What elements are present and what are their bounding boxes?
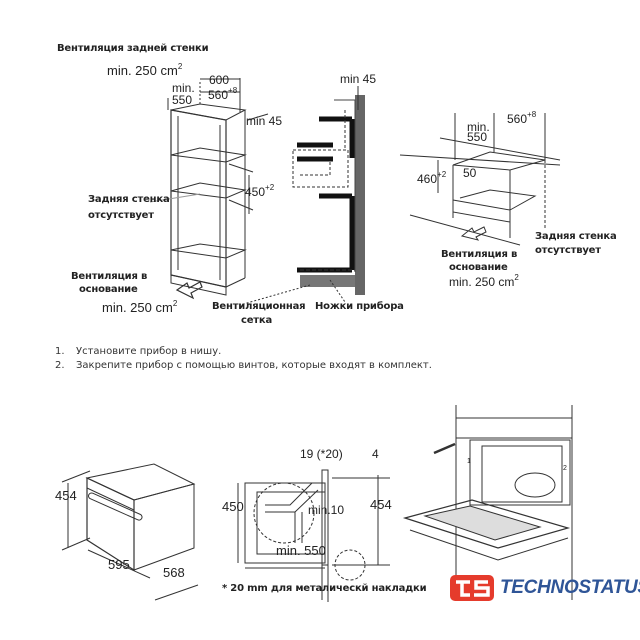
area-value: min. 250 cm [449, 275, 515, 289]
right-dim-560: 560+8 [507, 110, 537, 126]
tolerance: +8 [527, 110, 537, 119]
right-dim-min: min. [467, 120, 490, 134]
right-no-back-1: Задняя стенка [535, 231, 617, 242]
dim-min45: min 45 [246, 114, 283, 128]
dim-min550: min. 550 [276, 543, 326, 558]
screw-label-1: 1 [467, 458, 471, 465]
technostatus-logo: TECHNOSTATUS [450, 575, 640, 601]
vent-grid-2: сетка [241, 315, 273, 326]
dim-min10: min.10 [308, 503, 345, 517]
tolerance: +8 [228, 86, 238, 95]
step-2-number: 2. [55, 360, 65, 371]
dim-595-width: 595 [108, 557, 130, 572]
logo-text: TECHNOSTATUS [500, 577, 640, 598]
base-ventilation-2: основание [79, 284, 138, 295]
right-base-vent-1: Вентиляция в [441, 249, 518, 260]
squared: 2 [177, 62, 183, 71]
right-dim-550: 550 [467, 130, 488, 144]
area-value: min. 250 cm [102, 300, 173, 315]
footnote: * 20 mm для металическй накладки [222, 583, 427, 594]
base-ventilation-1: Вентиляция в [71, 271, 148, 282]
section-dim-min45: min 45 [340, 72, 377, 86]
right-no-back-2: отсутствует [535, 245, 601, 256]
squared: 2 [172, 299, 178, 308]
tolerance: +2 [437, 170, 447, 179]
dim-450-niche: 450 [222, 499, 244, 514]
dim-550: 550 [172, 93, 193, 107]
dim-560-value: 560 [208, 88, 229, 102]
vent-grid-1: Вентиляционная [212, 301, 306, 312]
dim-450-value: 450 [245, 185, 266, 199]
right-base-vent-area: min. 250 cm2 [449, 273, 519, 289]
step-1-number: 1. [55, 346, 65, 357]
dim-450: 450+2 [245, 183, 275, 199]
step-1-text: Установите прибор в нишу. [76, 346, 222, 357]
dim-454-height: 454 [55, 488, 77, 503]
section-drawing [239, 86, 365, 306]
no-back-wall-2: отсутствует [88, 210, 154, 221]
area-value: min. 250 cm [107, 63, 178, 78]
screw-label-2: 2 [563, 465, 567, 472]
right-base-vent-2: основание [449, 262, 508, 273]
tolerance: +2 [265, 183, 275, 192]
tall-cabinet-drawing [149, 78, 269, 300]
dim-4: 4 [372, 447, 379, 461]
appliance-drawing [61, 463, 199, 601]
right-dim-460: 460+2 [417, 170, 447, 186]
dim-600: 600 [209, 73, 230, 87]
logo-mark-icon [450, 575, 494, 601]
niche-section-drawing [237, 469, 390, 602]
dim-min-label: min. [172, 81, 195, 95]
rear-ventilation-area: min. 250 cm2 [107, 62, 183, 78]
appliance-feet: Ножки прибора [315, 301, 404, 312]
base-ventilation-area: min. 250 cm2 [102, 299, 178, 315]
dim-19: 19 (*20) [300, 447, 343, 461]
right-dim-50: 50 [463, 166, 477, 180]
dim-560: 560+8 [208, 86, 238, 102]
dim-460-value: 460 [417, 172, 438, 186]
step-2-text: Закрепите прибор с помощью винтов, котор… [76, 360, 432, 371]
dim-454-niche: 454 [370, 497, 392, 512]
no-back-wall-1: Задняя стенка [88, 194, 170, 205]
squared: 2 [514, 273, 519, 282]
dim-568-depth: 568 [163, 565, 185, 580]
rear-ventilation-title: Вентиляция задней стенки [57, 43, 209, 54]
installed-appliance-drawing [402, 405, 573, 600]
dim-560-value: 560 [507, 112, 528, 126]
drawer-niche-drawing [399, 113, 561, 246]
